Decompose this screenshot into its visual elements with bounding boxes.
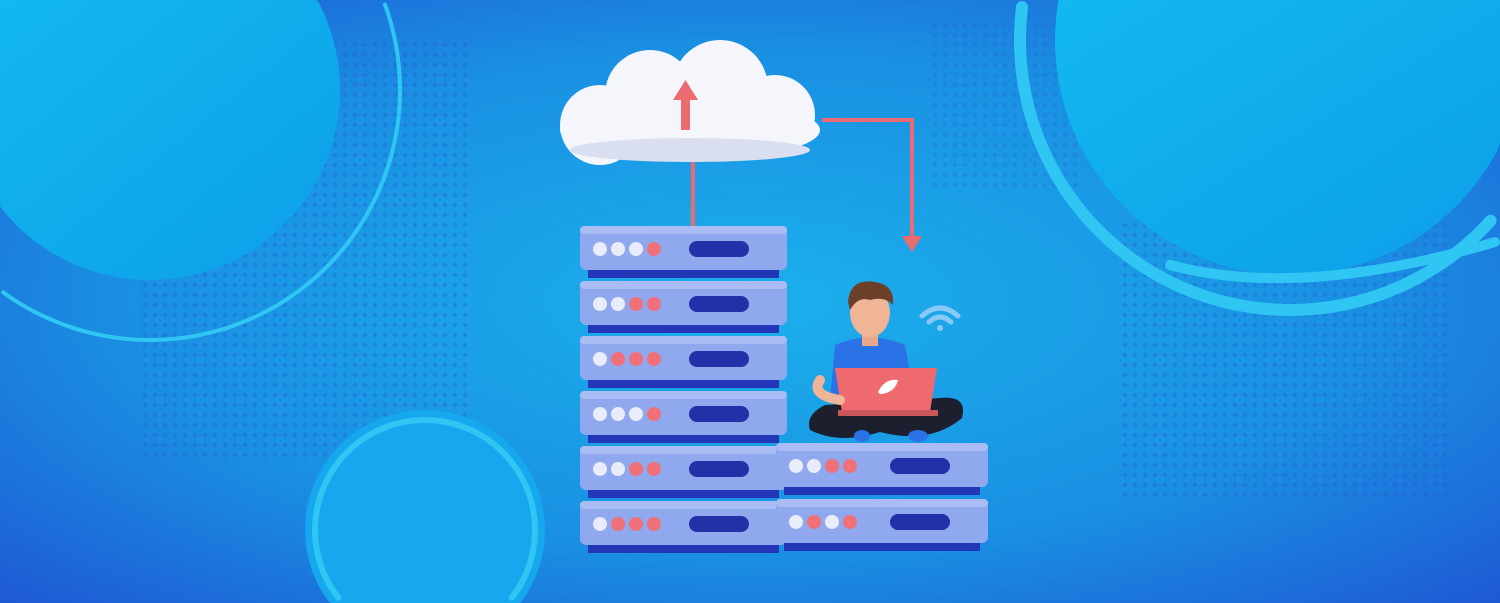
status-led: [843, 459, 857, 473]
status-led: [629, 462, 643, 476]
status-led: [629, 242, 643, 256]
status-led: [629, 517, 643, 531]
status-led: [611, 242, 625, 256]
status-led: [611, 352, 625, 366]
head: [850, 289, 890, 337]
status-led: [611, 297, 625, 311]
status-led: [789, 459, 803, 473]
cloud-upload-icon: [560, 40, 820, 165]
status-led: [647, 352, 661, 366]
server-unit: [580, 281, 787, 333]
drive-slot: [689, 406, 749, 422]
decor-circle-bottom: [305, 410, 545, 603]
server-unit: [776, 499, 988, 551]
drive-slot: [890, 514, 950, 530]
drive-slot: [689, 296, 749, 312]
drive-slot: [689, 461, 749, 477]
status-led: [789, 515, 803, 529]
drive-slot: [890, 458, 950, 474]
status-led: [647, 462, 661, 476]
status-led: [629, 352, 643, 366]
person-with-laptop: [809, 281, 964, 442]
status-led: [647, 242, 661, 256]
status-led: [807, 459, 821, 473]
server-rack-left: [580, 226, 787, 553]
drive-slot: [689, 351, 749, 367]
drive-slot: [689, 516, 749, 532]
server-unit: [776, 443, 988, 495]
status-led: [593, 297, 607, 311]
server-unit: [580, 501, 787, 553]
leaf-logo-icon: [835, 368, 937, 412]
decor-circle-top-right: [1014, 0, 1500, 316]
status-led: [629, 407, 643, 421]
status-led: [593, 407, 607, 421]
status-led: [647, 517, 661, 531]
server-rack-right: [776, 443, 988, 551]
arrow-down-icon: [822, 118, 922, 252]
decor-circle-top-left: [0, 0, 402, 342]
status-led: [629, 297, 643, 311]
server-unit: [580, 446, 787, 498]
hair: [848, 281, 894, 310]
server-unit: [580, 226, 787, 278]
status-led: [593, 462, 607, 476]
status-led: [825, 459, 839, 473]
status-led: [647, 297, 661, 311]
status-led: [611, 407, 625, 421]
drive-slot: [689, 241, 749, 257]
status-led: [611, 462, 625, 476]
status-led: [593, 517, 607, 531]
server-unit: [580, 391, 787, 443]
server-unit: [580, 336, 787, 388]
status-led: [843, 515, 857, 529]
status-led: [611, 517, 625, 531]
status-led: [807, 515, 821, 529]
status-led: [593, 242, 607, 256]
status-led: [825, 515, 839, 529]
wifi-icon: [919, 305, 961, 331]
status-led: [647, 407, 661, 421]
status-led: [593, 352, 607, 366]
